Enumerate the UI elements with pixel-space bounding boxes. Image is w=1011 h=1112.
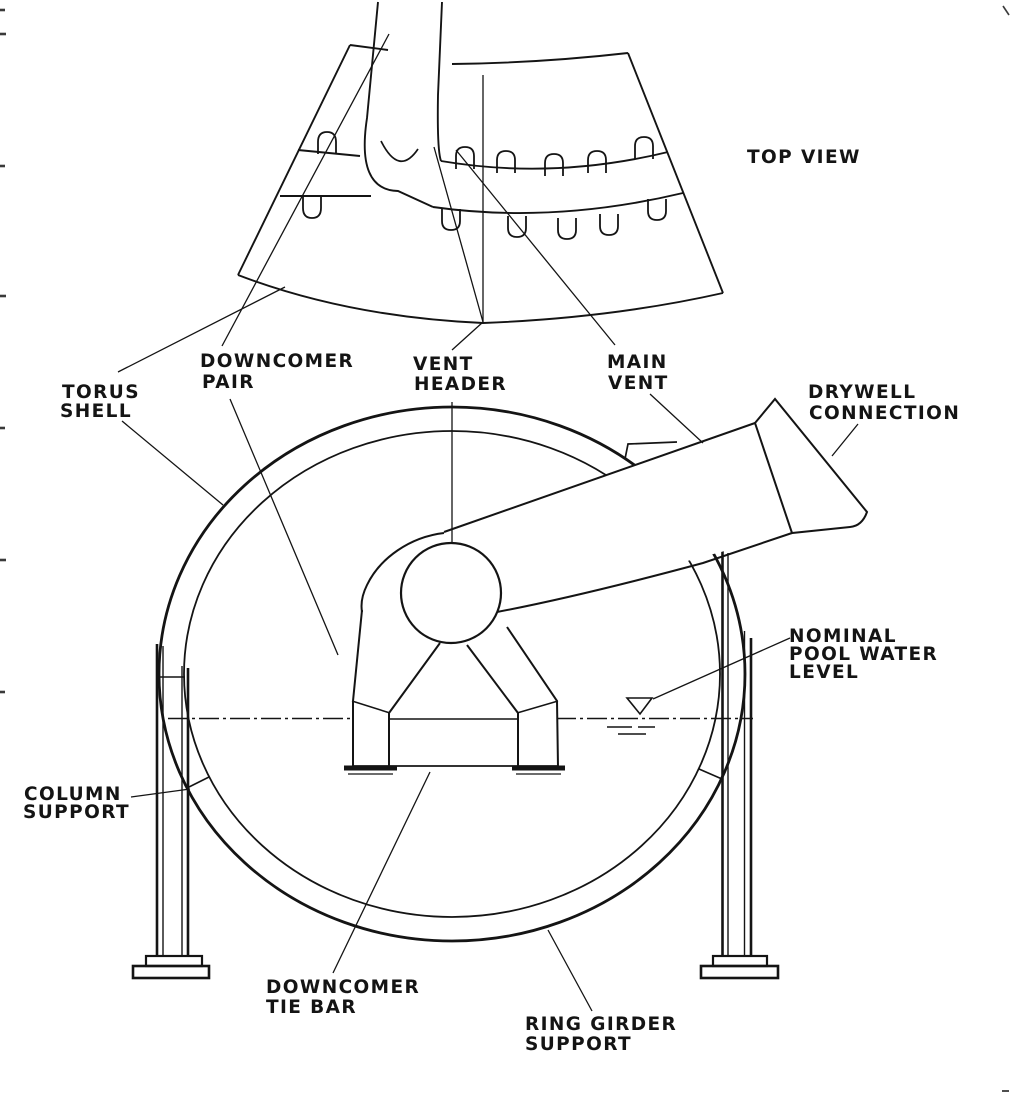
downcomer-assembly	[344, 609, 565, 775]
label-pool-water-level-line2: POOL WATER	[789, 644, 938, 665]
main-vent-pipe	[443, 422, 793, 613]
base-plate-left-lower	[131, 964, 211, 980]
label-column-support-line1: COLUMN	[24, 784, 122, 805]
label-torus-shell-line1: TORUS	[62, 382, 140, 403]
page-margin-marks	[0, 5, 1010, 1092]
shell-penetration-line	[624, 441, 678, 460]
leader-column-support	[130, 788, 191, 798]
top-view-drawing	[237, 1, 724, 324]
top-view-downcomer-stubs	[302, 131, 667, 240]
label-downcomer-tie-bar-line1: DOWNCOMER	[266, 977, 420, 998]
label-main-vent-line2: VENT	[608, 373, 669, 394]
diagram-labels: TOP VIEW TORUS SHELL DOWNCOMER PAIR VENT…	[23, 147, 960, 1055]
top-view-main-vent-left	[363, 1, 434, 208]
drywell-connection-collar	[753, 397, 869, 535]
vent-header-circle	[399, 541, 503, 645]
label-ring-girder-support-line2: SUPPORT	[525, 1034, 632, 1055]
label-main-vent-line1: MAIN	[607, 352, 668, 373]
label-vent-header-line1: VENT	[413, 354, 474, 375]
base-plate-right-upper	[711, 954, 769, 968]
top-view-top-edge	[451, 52, 629, 65]
label-pool-water-level-line1: NOMINAL	[789, 626, 897, 647]
label-drywell-connection-line2: CONNECTION	[809, 403, 960, 424]
label-downcomer-pair-line2: PAIR	[202, 372, 255, 393]
top-view-bottom-edge	[237, 274, 724, 324]
label-top-view: TOP VIEW	[747, 147, 861, 168]
base-plate-right-lower	[699, 964, 780, 980]
water-level-symbol	[607, 697, 655, 735]
top-view-header-band-upper	[440, 151, 669, 170]
label-torus-shell-line2: SHELL	[60, 401, 132, 422]
leader-drywell-connection	[831, 423, 859, 457]
label-vent-header-line2: HEADER	[414, 374, 507, 395]
leader-downcomer-pair-bottom	[229, 398, 339, 656]
leader-torus-shell-bottom	[121, 420, 224, 506]
main-vent-lower-edge	[496, 532, 793, 613]
column-support-right	[699, 551, 780, 980]
label-downcomer-pair-line1: DOWNCOMER	[200, 351, 354, 372]
water-level-triangle-icon	[625, 697, 654, 716]
top-view-header-band-lower	[432, 192, 684, 214]
base-plate-left-upper	[144, 954, 204, 968]
shell-joint-tick-lower-right	[698, 768, 723, 780]
top-view-elbow-inner-rim	[380, 140, 419, 162]
label-ring-girder-support-line1: RING GIRDER	[525, 1014, 677, 1035]
top-view-left-band-upper	[297, 149, 361, 157]
top-view-right-edge	[627, 52, 724, 294]
label-drywell-connection-line1: DRYWELL	[808, 382, 916, 403]
shell-joint-tick-lower-left	[186, 776, 210, 789]
label-pool-water-level-line3: LEVEL	[789, 662, 859, 683]
label-downcomer-tie-bar-line2: TIE BAR	[266, 997, 357, 1018]
column-support-left	[131, 644, 211, 980]
leader-downcomer-tie-bar	[332, 771, 431, 974]
leader-main-vent-bottom	[649, 393, 704, 444]
downcomer-right-joint	[516, 700, 559, 714]
leader-downcomer-pair-top	[221, 33, 390, 347]
main-vent-elbow-curve	[360, 532, 445, 613]
label-column-support-line2: SUPPORT	[23, 802, 130, 823]
downcomer-left-joint	[351, 700, 391, 714]
leader-ring-girder-support	[547, 929, 593, 1012]
top-view-main-vent-right	[436, 1, 443, 162]
top-view-left-edge	[237, 44, 351, 276]
leader-torus-shell-top	[117, 286, 286, 373]
main-vent-upper-edge	[443, 422, 756, 533]
leader-pool-water-level	[652, 637, 791, 700]
